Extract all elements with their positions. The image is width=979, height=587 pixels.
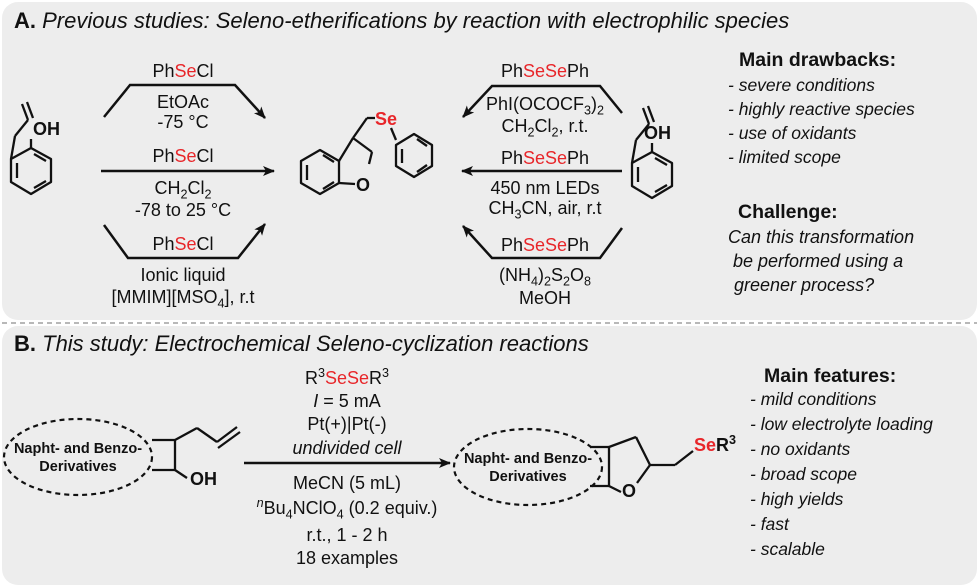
panel-b-title-text: This study: Electrochemical Seleno-cycli…: [42, 331, 589, 356]
substrate-structure-b: [2, 417, 241, 497]
left-allylphenol-structure: [9, 101, 53, 196]
condition-a-left-2-temp: -78 to 25 °C: [134, 200, 232, 220]
condition-a-right-2-solvent: CH3CN, air, r.t: [488, 198, 602, 222]
condition-a-left-3-solvent: Ionic liquid: [140, 265, 226, 285]
condition-b-electrolyte: nBu4NClO4 (0.2 equiv.): [256, 496, 438, 522]
condition-a-left-3-medium: [MMIM][MSO4], r.t: [111, 287, 255, 311]
features-heading: Main features:: [764, 365, 897, 387]
condition-b-solvent: MeCN (5 mL): [292, 473, 402, 493]
panel-b-background: [2, 326, 977, 585]
condition-b-examples: 18 examples: [295, 548, 399, 568]
condition-b-time: r.t., 1 - 2 h: [306, 525, 388, 545]
condition-a-right-1-solvent: CH2Cl2, r.t.: [501, 116, 589, 140]
reagent-a-right-1: PhSeSePh: [500, 61, 590, 81]
reagent-a-right-3: PhSeSePh: [500, 235, 590, 255]
right-oh-label: OH: [644, 123, 671, 143]
reagent-b-diselenide: R3SeSeR3: [304, 366, 390, 388]
reagent-a-left-2: PhSeCl: [152, 146, 214, 166]
arrow-a-left-1: [103, 83, 266, 119]
reagent-a-right-2: PhSeSePh: [500, 148, 590, 168]
substrate-oh-label: OH: [190, 469, 217, 489]
challenge-heading: Challenge:: [738, 201, 838, 223]
condition-b-current: I = 5 mA: [313, 391, 381, 411]
panel-b-letter: B.: [14, 331, 36, 356]
drawback-item: - highly reactive species: [728, 99, 915, 119]
feature-item: - fast: [750, 514, 789, 534]
condition-a-left-2-solvent: CH2Cl2: [154, 178, 212, 202]
arrow-a-left-3: [102, 223, 266, 260]
panel-a-title: A. Previous studies: Seleno-etherificati…: [14, 10, 789, 32]
condition-b-electrodes: Pt(+)|Pt(-): [307, 414, 387, 434]
right-allylphenol-structure: [630, 105, 674, 200]
feature-item: - broad scope: [750, 464, 858, 484]
drawback-item: - limited scope: [728, 147, 841, 167]
product-se-label: Se: [375, 109, 398, 129]
substrate-oval-label: Napht- and Benzo- Derivatives: [13, 441, 143, 475]
arrow-a-right-1: [462, 84, 623, 118]
product-structure-a: [299, 116, 434, 196]
product-o-label: O: [356, 175, 371, 195]
reagent-a-left-3: PhSeCl: [152, 234, 214, 254]
condition-a-left-1-temp: -75 °C: [157, 112, 209, 132]
panel-a-letter: A.: [14, 8, 36, 33]
condition-a-right-2-light: 450 nm LEDs: [490, 178, 600, 198]
drawbacks-heading: Main drawbacks:: [739, 49, 897, 71]
condition-a-right-1-oxidant: PhI(OCOCF3)2: [485, 94, 605, 118]
feature-item: - no oxidants: [750, 439, 851, 459]
arrow-a-right-3: [462, 225, 624, 260]
drawback-item: - use of oxidants: [728, 123, 857, 143]
condition-a-right-3-oxidant: (NH4)2S2O8: [498, 265, 592, 289]
left-oh-label: OH: [33, 119, 60, 139]
drawback-item: - severe conditions: [728, 75, 875, 95]
panel-a-background: [2, 2, 977, 320]
feature-item: - scalable: [750, 539, 825, 559]
challenge-line: be performed using a: [728, 251, 904, 271]
feature-item: - high yields: [750, 489, 844, 509]
product-b-se-r-label: SeR3: [694, 433, 737, 455]
product-b-o-label: O: [622, 481, 637, 501]
panel-b-title: B. This study: Electrochemical Seleno-cy…: [14, 333, 589, 355]
feature-item: - low electrolyte loading: [750, 414, 933, 434]
condition-a-left-1-solvent: EtOAc: [156, 92, 210, 112]
condition-a-right-3-solvent: MeOH: [518, 288, 572, 308]
challenge-line: Can this transformation: [728, 227, 915, 247]
feature-item: - mild conditions: [750, 389, 877, 409]
reagent-a-left-1: PhSeCl: [152, 61, 214, 81]
challenge-line: greener process?: [734, 275, 875, 295]
product-structure-b: [452, 427, 694, 507]
condition-b-cell: undivided cell: [292, 438, 402, 458]
panel-a-title-text: Previous studies: Seleno-etherifications…: [42, 8, 790, 33]
product-oval-label: Napht- and Benzo- Derivatives: [463, 451, 593, 485]
